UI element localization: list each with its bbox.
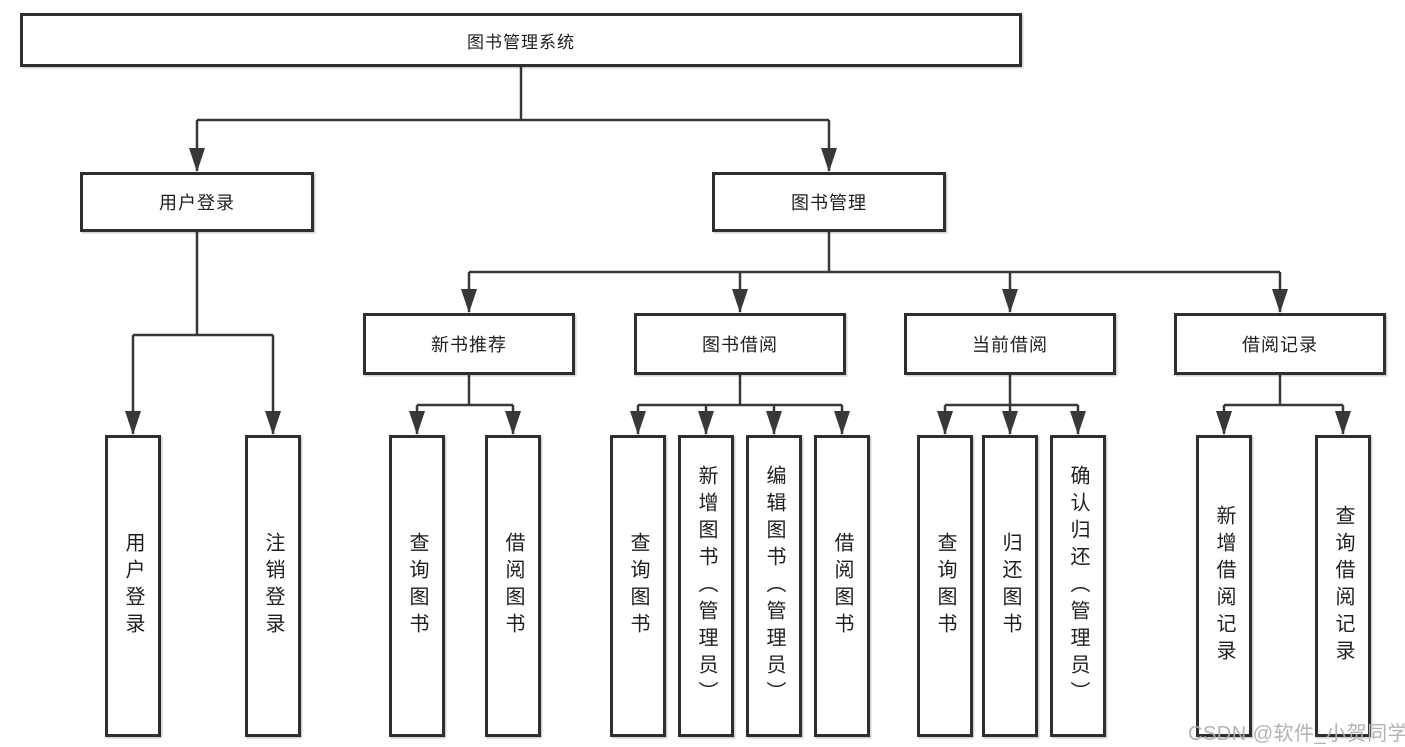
node-book-management-module: 图书管理 (712, 172, 946, 232)
node-label: 查询图书 (627, 532, 649, 640)
leaf-return-book: 归还图书 (982, 435, 1038, 737)
node-label: 图书借阅 (702, 335, 778, 355)
leaf-edit-book-admin: 编辑图书（管理员） (746, 435, 802, 737)
node-label: 借阅图书 (502, 532, 524, 640)
node-label: 借阅图书 (831, 532, 853, 640)
leaf-borrow-books-recommendation: 借阅图书 (485, 435, 541, 737)
node-label: 确认归还（管理员） (1067, 464, 1089, 708)
csdn-watermark: CSDN @软件_小贺同学 (1188, 723, 1405, 745)
node-label: 查询借阅记录 (1332, 505, 1354, 667)
node-label: 编辑图书（管理员） (763, 464, 785, 708)
leaf-query-books-borrowing: 查询图书 (610, 435, 666, 737)
leaf-confirm-return-admin: 确认归还（管理员） (1050, 435, 1106, 737)
node-label: 注销登录 (262, 532, 284, 640)
leaf-user-login: 用户登录 (105, 435, 161, 737)
node-new-book-recommendation: 新书推荐 (363, 313, 575, 375)
node-label: 图书管理系统 (467, 32, 575, 52)
node-label: 用户登录 (122, 532, 144, 640)
leaf-borrow-books-borrowing: 借阅图书 (814, 435, 870, 737)
leaf-query-books-recommendation: 查询图书 (389, 435, 445, 737)
leaf-add-book-admin: 新增图书（管理员） (678, 435, 734, 737)
node-label: 图书管理 (791, 193, 867, 213)
node-current-borrowing: 当前借阅 (904, 313, 1116, 375)
node-label: 新增借阅记录 (1213, 505, 1235, 667)
node-label: 归还图书 (999, 532, 1021, 640)
node-label: 用户登录 (159, 193, 235, 213)
node-user-login-module: 用户登录 (80, 172, 314, 232)
node-book-borrowing: 图书借阅 (634, 313, 846, 375)
node-borrowing-records: 借阅记录 (1174, 313, 1386, 375)
node-label: 当前借阅 (972, 335, 1048, 355)
leaf-add-borrowing-record: 新增借阅记录 (1196, 435, 1252, 737)
node-library-management-system: 图书管理系统 (20, 13, 1022, 67)
node-label: 新书推荐 (431, 335, 507, 355)
node-label: 查询图书 (934, 532, 956, 640)
leaf-query-borrowing-record: 查询借阅记录 (1315, 435, 1371, 737)
node-label: 借阅记录 (1242, 335, 1318, 355)
leaf-logout: 注销登录 (245, 435, 301, 737)
node-label: 查询图书 (406, 532, 428, 640)
node-label: 新增图书（管理员） (695, 464, 717, 708)
leaf-query-books-current: 查询图书 (917, 435, 973, 737)
